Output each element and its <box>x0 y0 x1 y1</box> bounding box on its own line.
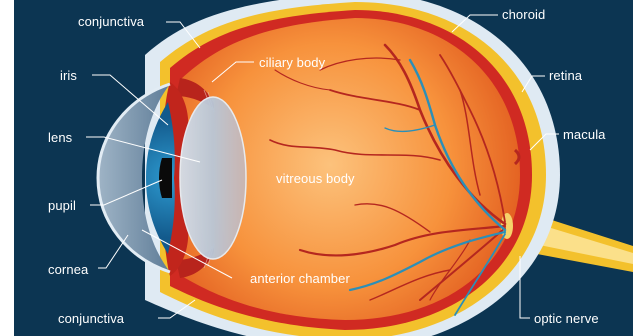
label-cornea: cornea <box>48 262 88 277</box>
label-conjunctiva-bottom: conjunctiva <box>58 311 124 326</box>
label-retina: retina <box>549 68 582 83</box>
label-vitreous-body: vitreous body <box>276 171 355 186</box>
label-choroid: choroid <box>502 7 545 22</box>
label-conjunctiva-top: conjunctiva <box>78 14 144 29</box>
lens-shape <box>180 97 246 259</box>
label-anterior-chamber: anterior chamber <box>250 271 350 286</box>
pupil-shape <box>159 158 172 198</box>
label-pupil: pupil <box>48 198 76 213</box>
label-lens: lens <box>48 130 72 145</box>
label-iris: iris <box>60 68 77 83</box>
label-macula: macula <box>563 127 606 142</box>
label-ciliary-body: ciliary body <box>259 55 325 70</box>
label-optic-nerve: optic nerve <box>534 311 599 326</box>
